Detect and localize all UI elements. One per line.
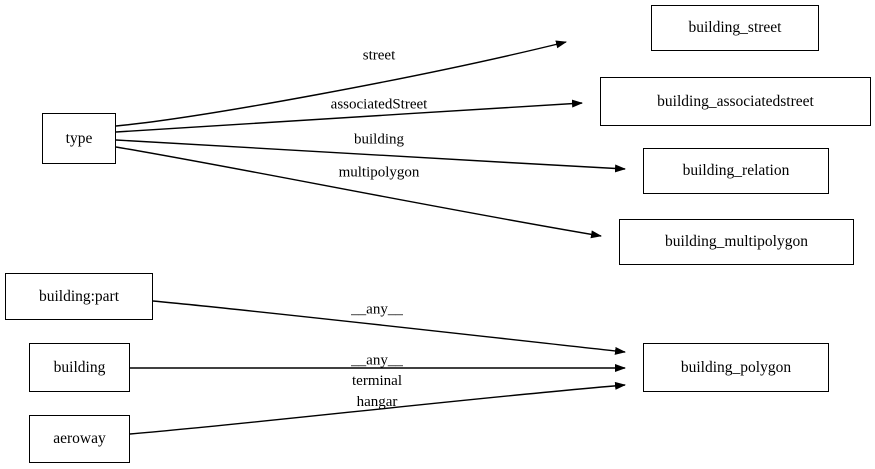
node-aeroway[interactable]: aeroway <box>29 415 130 463</box>
node-building[interactable]: building <box>29 343 130 392</box>
edge-type-associatedstreet <box>115 99 583 133</box>
edge-label-buildingpart-any: __any__ <box>351 301 403 318</box>
edge-label-aeroway-terminal: terminal hangar <box>352 374 402 410</box>
node-building-associatedstreet[interactable]: building_associatedstreet <box>600 77 871 126</box>
edge-buildingpart-any <box>152 300 626 355</box>
edge-type-building <box>115 139 626 173</box>
node-label: building:part <box>38 287 120 305</box>
edge-paths <box>115 40 626 435</box>
node-label: building <box>53 358 106 376</box>
edge-label-line-terminal: terminal <box>352 373 402 389</box>
edge-label-multipolygon: multipolygon <box>338 164 420 181</box>
node-label: aeroway <box>53 430 106 448</box>
edge-type-street <box>115 40 567 127</box>
node-label: building_polygon <box>680 358 792 376</box>
node-building-street[interactable]: building_street <box>651 5 819 51</box>
node-label: building_multipolygon <box>665 233 808 251</box>
edge-type-multipolygon <box>115 146 602 239</box>
edge-aeroway-terminal-hangar <box>129 381 626 435</box>
node-building-part[interactable]: building:part <box>5 273 153 320</box>
node-type[interactable]: type <box>42 113 116 164</box>
edge-label-building: building <box>353 131 405 148</box>
node-building-multipolygon[interactable]: building_multipolygon <box>619 219 854 265</box>
node-label: type <box>65 129 93 147</box>
node-building-polygon[interactable]: building_polygon <box>643 343 829 392</box>
edge-label-line-hangar: hangar <box>356 394 398 410</box>
edge-label-street: street <box>362 47 396 64</box>
node-label: building_street <box>688 19 782 37</box>
edge-label-building-any: __any__ <box>351 352 403 369</box>
edge-label-associatedstreet: associatedStreet <box>330 96 428 113</box>
node-building-relation[interactable]: building_relation <box>643 148 829 194</box>
node-label: building_associatedstreet <box>657 92 814 110</box>
node-label: building_relation <box>682 162 790 180</box>
